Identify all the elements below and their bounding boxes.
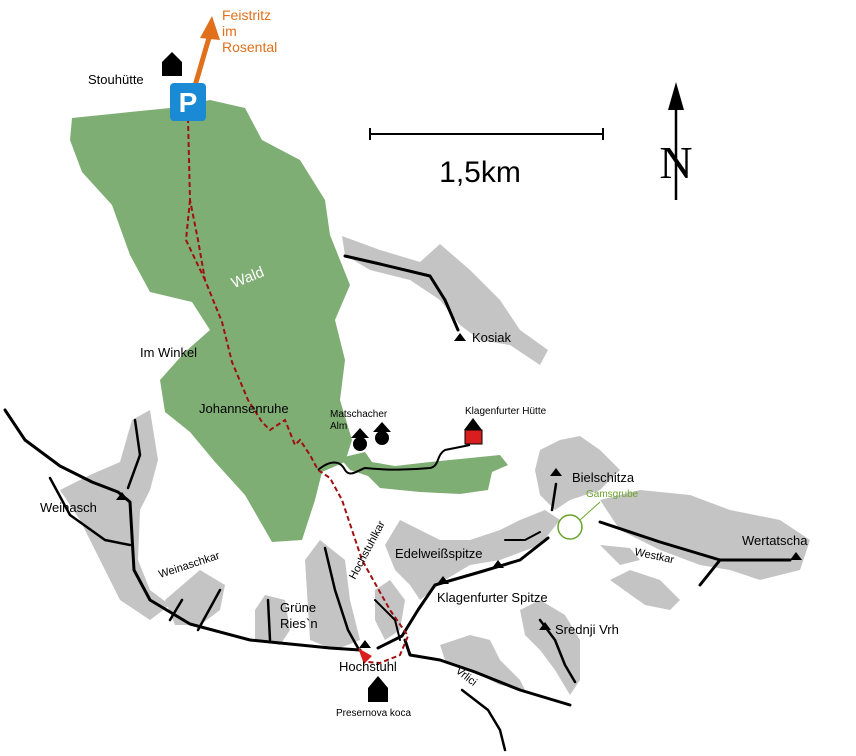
stouhuette-label: Stouhütte	[88, 72, 144, 87]
peak-icons	[116, 333, 802, 648]
srednji-vrh-peak-icon	[539, 622, 551, 630]
weinaschkar-label: Weinaschkar	[157, 550, 221, 581]
matschacher-alm-icon	[351, 422, 391, 451]
presernova-koca-label: Presernova koca	[336, 708, 411, 719]
klagenfurter-huette-label: Klagenfurter Hütte	[465, 406, 547, 417]
north-arrow: N	[659, 82, 693, 200]
presernova-koca-hut-icon	[368, 676, 388, 702]
hochstuhl-label: Hochstuhl	[339, 659, 397, 674]
weinasch-peak-icon	[116, 492, 128, 500]
hochstuhlkar-label: Hochstuhlkar	[347, 519, 388, 582]
hut-access-road	[317, 444, 471, 475]
rock-areas	[60, 236, 810, 695]
kosiak-peak-icon	[454, 333, 466, 341]
bielschitza-label: Bielschitza	[572, 470, 635, 485]
hiking-route-variant	[184, 199, 206, 281]
scale-bar: 1,5km	[369, 128, 604, 189]
hochstuhl-peak-icon	[359, 640, 371, 648]
north-label: N	[659, 137, 692, 188]
wertatscha-peak-icon	[790, 552, 802, 560]
gamsgrube-label: Gamsgrube	[586, 489, 639, 500]
matschacher-alm-label-line2: Alm	[330, 421, 347, 432]
matschacher-alm-label: Matschacher	[330, 409, 388, 420]
scale-label: 1,5km	[439, 156, 521, 189]
parking-label: P	[179, 87, 198, 118]
klagenfurter-huette-hut-icon	[464, 418, 483, 445]
johannsenruhe-label: Johannsenruhe	[199, 401, 289, 416]
im-winkel-label: Im Winkel	[140, 345, 197, 360]
ridge-lines	[3, 254, 792, 752]
kosiak-label: Kosiak	[472, 330, 512, 345]
edelweissspitze-label: Edelweißspitze	[395, 546, 482, 561]
forest-areas	[70, 100, 508, 542]
gamsgrube-circle	[557, 514, 583, 540]
edelweissspitze-peak-icon	[492, 560, 504, 568]
wertatscha-label: Wertatscha	[742, 533, 808, 548]
klagenfurter-spitze-peak-icon	[437, 576, 449, 584]
arrow-up-icon	[668, 82, 684, 110]
arrow-up-icon	[200, 16, 220, 40]
gruene-riesn-label-line2: Ries`n	[280, 616, 318, 631]
feistritz-label-line3: Rosental	[222, 39, 277, 55]
bielschitza-peak-icon	[550, 468, 562, 476]
hiking-route	[187, 117, 410, 665]
parking-icon: P	[170, 83, 206, 121]
klagenfurter-spitze-label: Klagenfurter Spitze	[437, 590, 548, 605]
weinasch-label: Weinasch	[40, 500, 97, 515]
route-arrow-icon	[358, 648, 372, 664]
gamsgrube-pointer	[579, 501, 601, 521]
gruene-riesn-label: Grüne	[280, 600, 316, 615]
feistritz-label-line2: im	[222, 23, 237, 39]
stouhuette-hut-icon	[162, 52, 182, 76]
srednji-vrh-label: Srednji Vrh	[555, 622, 619, 637]
feistritz-label: Feistritz	[222, 7, 271, 23]
